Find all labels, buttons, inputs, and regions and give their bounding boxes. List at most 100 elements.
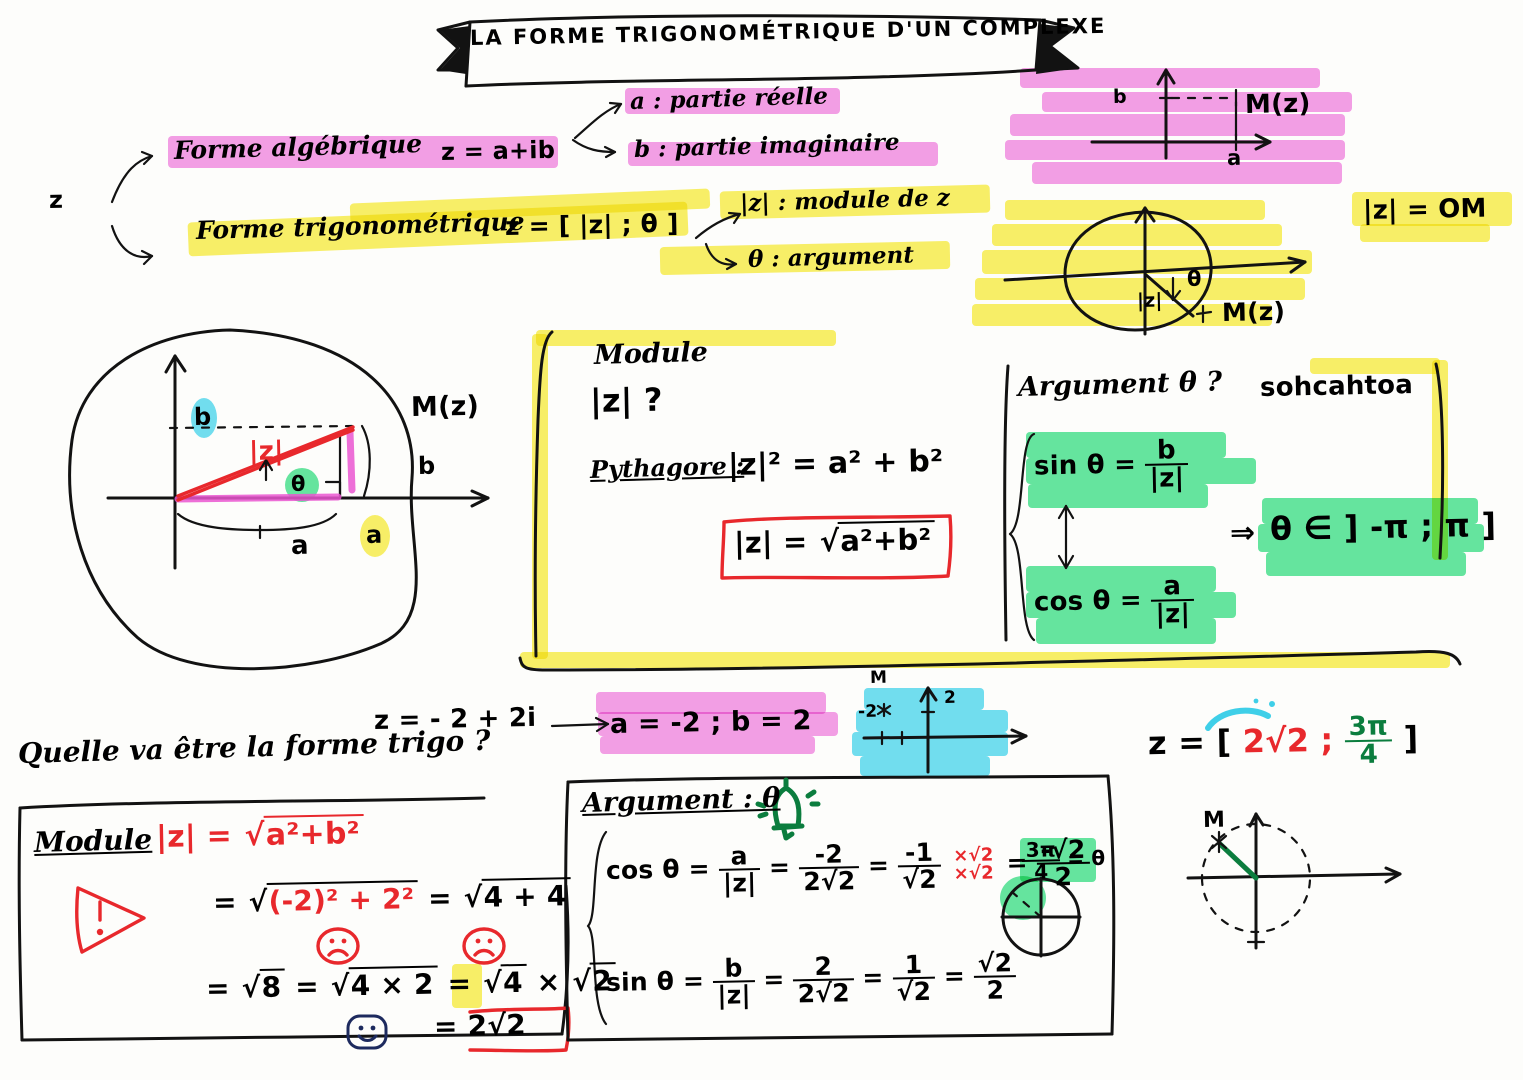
answer-arg-num: 3π [1348, 711, 1389, 743]
answer-modulus: 2√2 [1242, 721, 1310, 761]
notes-arrows-left [571, 101, 623, 159]
sin-frac-4-num: √2 [977, 948, 1013, 978]
module-work-line1-rad1: (-2)² + 2² [268, 882, 415, 918]
module-method-label: Pythagore : [589, 450, 745, 484]
left-diagram-blob [68, 328, 418, 671]
module-work-line2-radical3: √4 [481, 963, 528, 1000]
sin-frac-4: √2 2 [973, 948, 1017, 1005]
sin-frac-3-den: √2 [892, 976, 936, 1006]
argument-cos-fraction: a |z| [1151, 571, 1195, 630]
divider-highlight [520, 652, 1450, 668]
circle-modulus-label: |z| [1136, 289, 1163, 312]
circle-highlight-2 [992, 224, 1282, 246]
argument-work-cos-line: cos θ = a |z| = -2 2√2 = -1 √2 ×√2 ×√2 =… [605, 835, 1091, 898]
argument-interval: θ ∈ ] -π ; π ] [1269, 505, 1497, 548]
exercise-parts-highlight-2 [598, 712, 838, 736]
topright-axes-diagram [1090, 68, 1272, 160]
module-squared-equation: |z|² = a² + b² [727, 443, 944, 483]
module-final-eq: = [433, 1009, 458, 1043]
sin-highlight-3 [1028, 484, 1208, 508]
om-identity-highlight [1352, 192, 1512, 226]
sin-frac-1: b |z| [713, 953, 755, 1010]
cos-highlight-1 [1026, 566, 1216, 592]
cos-left: cos θ = [605, 854, 711, 885]
title-banner-ribbon [436, 14, 1080, 88]
answer-prefix: z = [1147, 723, 1206, 763]
exercise-plot-axes [862, 686, 1028, 774]
circle-highlight-5 [972, 304, 1272, 326]
topright-axes-highlight-5 [1032, 162, 1342, 184]
module-work-formula-radical: √a²+b² [242, 814, 365, 853]
sad-face-icon-2 [462, 927, 506, 965]
exercise-plot-highlight-4 [860, 756, 990, 776]
answer-bracket-open: [ [1216, 722, 1232, 761]
module-work-line1-radical1: √(-2)² + 2² [246, 880, 419, 918]
cos-frac-3-num: -1 [904, 837, 934, 868]
exercise-parts-highlight-3 [600, 736, 815, 754]
exercise-plot-highlight-1 [864, 688, 984, 710]
argument-work-box [564, 774, 1116, 1042]
argument-implies-arrow: ⇒ [1229, 515, 1256, 551]
argument-double-arrow [1057, 504, 1075, 570]
cos-frac-3: -1 √2 [898, 837, 942, 894]
module-work-line1-rad2: 4 + 4 [481, 877, 571, 914]
topright-a-label: a [1226, 145, 1242, 170]
module-work-line2-rad3: 4 [500, 963, 528, 1000]
argument-sin-den: |z| [1145, 463, 1189, 494]
cos-frac-2-den: 2√2 [799, 866, 860, 896]
module-result-red-box [720, 514, 953, 580]
argument-work-brace [586, 830, 608, 1026]
branch-arrows [110, 150, 154, 266]
cos-frac-3-den: √2 [898, 864, 942, 894]
notes-arrows-right [694, 211, 742, 271]
left-a-highlight [360, 515, 390, 557]
module-box-outline [533, 330, 554, 658]
topright-axes-highlight-2 [1042, 92, 1352, 112]
module-work-line1-radical2: √4 + 4 [461, 877, 571, 914]
module-work-line2-eq1: = [294, 969, 320, 1004]
algebraic-form-formula: z = a+ib [440, 135, 556, 166]
exercise-plot-highlight-2 [856, 710, 1008, 732]
argument-theta-result: 3π 4 = θ [1021, 837, 1106, 884]
argument-sin-equation: sin θ = b |z| [1033, 435, 1189, 494]
module-result-radical: √a²+b² [817, 520, 936, 558]
argument-cos-num: a [1163, 571, 1182, 602]
theta-mini-circle-diagram [1000, 876, 1082, 958]
theta-result-den: 4 [1021, 859, 1061, 884]
section-divider [518, 650, 1462, 672]
happy-face-icon [346, 1014, 388, 1050]
module-work-formula-radicand: a²+b² [263, 814, 365, 853]
module-work-sqrt4-highlight [452, 964, 482, 1008]
om-identity-highlight-2 [1360, 224, 1490, 242]
module-work-line2-eq2: = [447, 966, 472, 1001]
left-theta-label: θ [290, 471, 306, 496]
argument-mnemonic: sohcahtoa [1259, 370, 1414, 403]
cos-highlight-3 [1036, 618, 1216, 644]
module-work-formula-left: |z| = [155, 818, 233, 855]
topright-axes-highlight-4 [1005, 140, 1345, 160]
algebraic-highlight [168, 136, 558, 168]
argument-box-outline [1003, 362, 1445, 642]
answer-expression: z = [ 2√2 ; 3π 4 ] [1147, 711, 1419, 773]
module-final-result: = 2√2 [434, 1008, 526, 1043]
module-work-line1-eq: = [212, 885, 238, 919]
cos-frac-1-num: a [730, 841, 748, 871]
module-box-highlight-top [536, 330, 836, 346]
module-work-line2-rad2: 4 × 2 [348, 965, 438, 1003]
bell-icon [755, 777, 821, 841]
sin-highlight-2 [1026, 458, 1256, 484]
answer-bracket-close: ] [1403, 719, 1419, 758]
cos-eq-1: = [768, 852, 791, 882]
answer-plot-diagram [1186, 812, 1402, 950]
left-a-brace-label: a [290, 530, 310, 561]
left-diagram-axes [106, 354, 490, 570]
module-work-line2-eq: = [205, 971, 231, 1005]
unit-circle-diagram [1003, 206, 1307, 336]
left-modulus-label: |z| [248, 436, 285, 467]
module-work-line2-times: × [536, 965, 561, 999]
cos-highlight-2 [1026, 592, 1236, 618]
sin-eq-1: = [763, 964, 785, 994]
circle-highlight-1 [1005, 200, 1265, 220]
module-work-formula: |z| = √a²+b² [156, 814, 365, 855]
